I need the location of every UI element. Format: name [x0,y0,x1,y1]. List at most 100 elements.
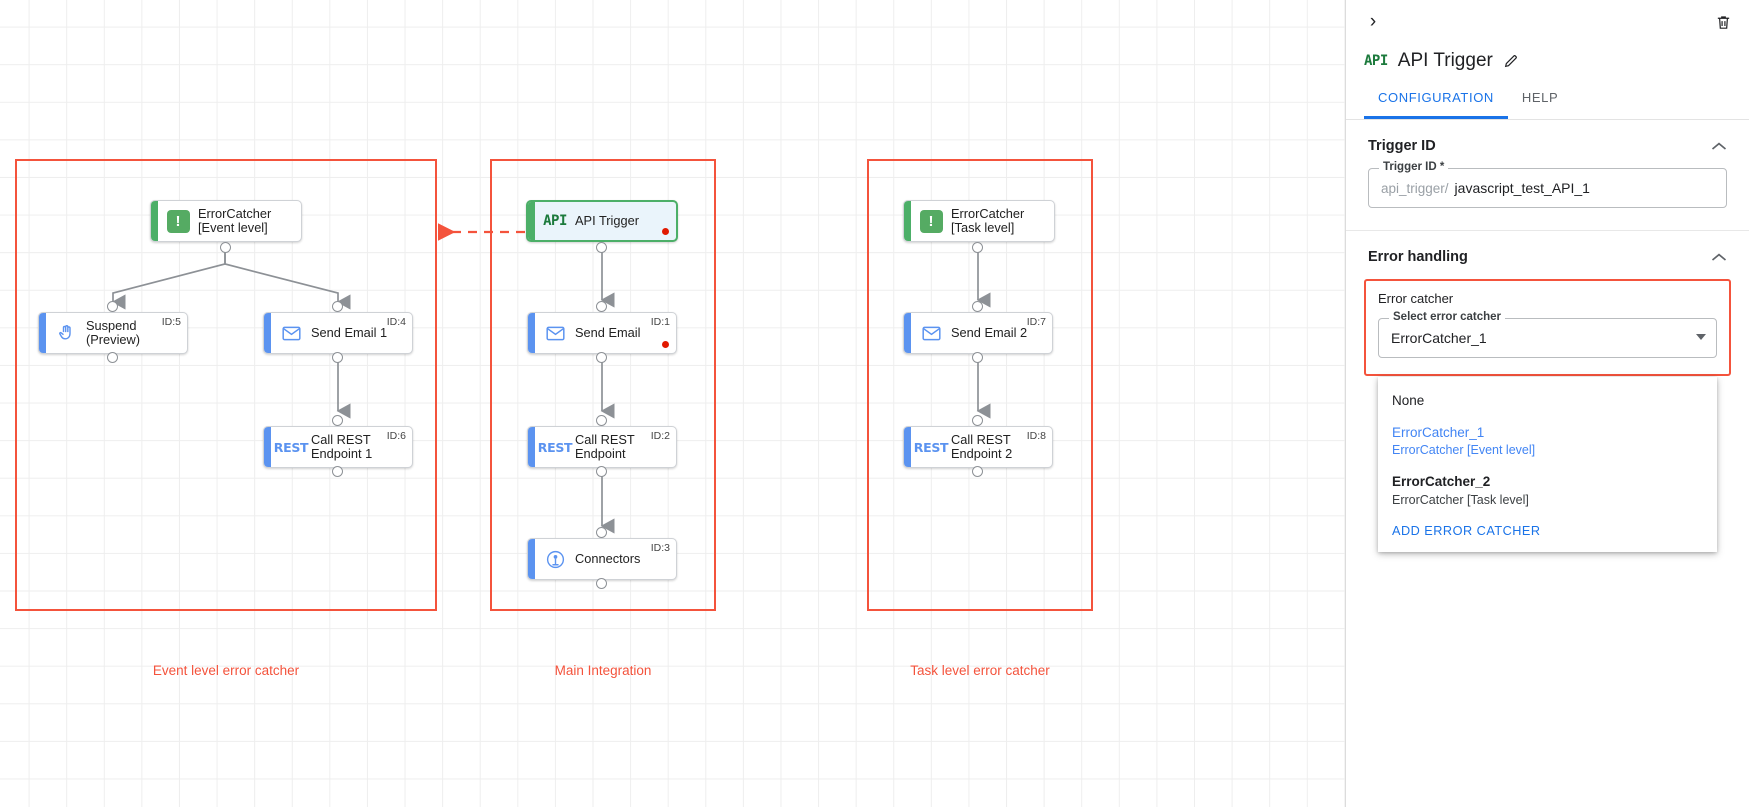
node-api-trigger[interactable]: API API Trigger [526,200,678,242]
section-error-handling-header[interactable]: Error handling [1346,231,1749,279]
node-port-out[interactable] [596,578,607,589]
details-panel: › API API Trigger CONFIGURATION HELP [1345,0,1749,807]
node-id-tag: ID:3 [650,542,670,554]
envelope-icon [911,323,951,344]
menu-item-subtitle: ErrorCatcher [Event level] [1392,443,1536,458]
hand-icon [46,323,86,343]
rest-icon: REST [273,439,309,455]
node-port-out[interactable] [972,466,983,477]
node-port-out[interactable] [596,352,607,363]
section-title: Trigger ID [1368,138,1436,154]
select-error-catcher[interactable]: Select error catcher ErrorCatcher_1 [1378,311,1717,358]
node-accent-stripe [264,427,271,467]
node-accent-stripe [151,201,158,241]
node-call-rest-endpoint-1[interactable]: REST Call REST Endpoint 1 ID:6 [263,426,413,468]
trigger-id-value: javascript_test_API_1 [1454,180,1590,196]
menu-item-none[interactable]: None [1378,385,1717,417]
node-id-tag: ID:7 [1026,316,1046,328]
node-port-out[interactable] [972,242,983,253]
api-icon: API [543,213,567,229]
select-error-catcher-value: ErrorCatcher_1 [1391,330,1487,346]
node-port-in[interactable] [596,415,607,426]
node-label: Connectors [575,550,641,566]
rest-icon: REST [537,439,573,455]
node-port-out[interactable] [107,352,118,363]
node-port-in[interactable] [332,415,343,426]
envelope-icon [535,323,575,344]
node-port-out[interactable] [220,242,231,253]
group-box-task-level[interactable] [867,159,1093,611]
tab-configuration[interactable]: CONFIGURATION [1364,90,1508,119]
node-errorcatcher-task-level[interactable]: ! ErrorCatcher [Task level] [903,200,1055,242]
menu-item-title: ErrorCatcher_1 [1392,425,1485,441]
section-trigger-id-header[interactable]: Trigger ID [1346,120,1749,168]
node-send-email-2[interactable]: Send Email 2 ID:7 [903,312,1053,354]
node-port-out[interactable] [332,352,343,363]
node-accent-stripe [528,202,535,240]
chevron-up-icon[interactable] [1711,139,1727,154]
node-accent-stripe [528,313,535,353]
node-send-email[interactable]: Send Email ID:1 [527,312,677,354]
trigger-id-legend: Trigger ID * [1379,161,1449,173]
tab-help[interactable]: HELP [1521,90,1559,105]
node-label: ErrorCatcher [Event level] [198,205,272,235]
panel-toolbar: › [1346,0,1749,40]
node-port-out[interactable] [972,352,983,363]
group-box-main-integration[interactable] [490,159,716,611]
node-accent-stripe [904,313,911,353]
node-port-in[interactable] [972,415,983,426]
menu-item-errorcatcher-2[interactable]: ErrorCatcher_2 ErrorCatcher [Task level] [1378,466,1717,515]
node-port-in[interactable] [332,301,343,312]
node-label: Call REST Endpoint 1 [311,431,373,461]
pencil-icon[interactable] [1503,53,1519,69]
node-send-email-1[interactable]: Send Email 1 ID:4 [263,312,413,354]
add-error-catcher-button[interactable]: ADD ERROR CATCHER [1392,524,1541,539]
node-error-indicator [662,228,669,235]
node-port-in[interactable] [972,301,983,312]
node-port-out[interactable] [596,466,607,477]
node-label: Send Email [575,324,641,340]
node-connectors[interactable]: Connectors ID:3 [527,538,677,580]
node-call-rest-endpoint-2[interactable]: REST Call REST Endpoint 2 ID:8 [903,426,1053,468]
node-errorcatcher-event-level[interactable]: ! ErrorCatcher [Event level] [150,200,302,242]
node-port-in[interactable] [596,301,607,312]
group-label-main-integration: Main Integration [554,663,652,678]
node-port-out[interactable] [332,466,343,477]
delete-icon[interactable] [1711,10,1735,34]
panel-tabs: CONFIGURATION HELP [1346,78,1749,120]
menu-item-subtitle: ErrorCatcher [Task level] [1392,492,1529,507]
error-catcher-block: Error catcher Select error catcher Error… [1364,279,1731,553]
node-port-in[interactable] [107,301,118,312]
node-port-out[interactable] [596,242,607,253]
connectors-icon [535,549,575,570]
node-id-tag: ID:2 [650,430,670,442]
node-accent-stripe [39,313,46,353]
node-id-tag: ID:6 [386,430,406,442]
api-icon: API [1364,53,1388,69]
error-catcher-caption: Error catcher [1378,291,1454,306]
node-accent-stripe [528,427,535,467]
trigger-id-prefix: api_trigger/ [1381,180,1449,196]
node-port-in[interactable] [596,527,607,538]
node-label: Suspend (Preview) [86,317,141,347]
node-label: Send Email 2 [951,324,1028,340]
node-id-tag: ID:8 [1026,430,1046,442]
node-label: Call REST Endpoint 2 [951,431,1013,461]
trigger-id-field-wrap: Trigger ID * api_trigger/ javascript_tes… [1346,161,1749,230]
node-label: ErrorCatcher [Task level] [951,205,1025,235]
node-accent-stripe [528,539,535,579]
node-suspend-preview[interactable]: Suspend (Preview) ID:5 [38,312,188,354]
trigger-id-input[interactable]: Trigger ID * api_trigger/ javascript_tes… [1368,161,1727,208]
collapse-panel-icon[interactable]: › [1369,11,1377,32]
chevron-up-icon[interactable] [1711,250,1727,265]
node-id-tag: ID:4 [386,316,406,328]
group-box-event-level[interactable] [15,159,437,611]
node-call-rest-endpoint[interactable]: REST Call REST Endpoint ID:2 [527,426,677,468]
chevron-down-icon[interactable] [1696,334,1706,340]
node-error-indicator [662,341,669,348]
section-trigger-id: Trigger ID Trigger ID * api_trigger/ jav… [1346,120,1749,231]
workflow-canvas[interactable]: Event level error catcher Main Integrati… [0,0,1345,807]
error-catcher-icon: ! [911,209,951,233]
menu-item-errorcatcher-1[interactable]: ErrorCatcher_1 ErrorCatcher [Event level… [1378,417,1717,466]
rest-icon: REST [913,439,949,455]
